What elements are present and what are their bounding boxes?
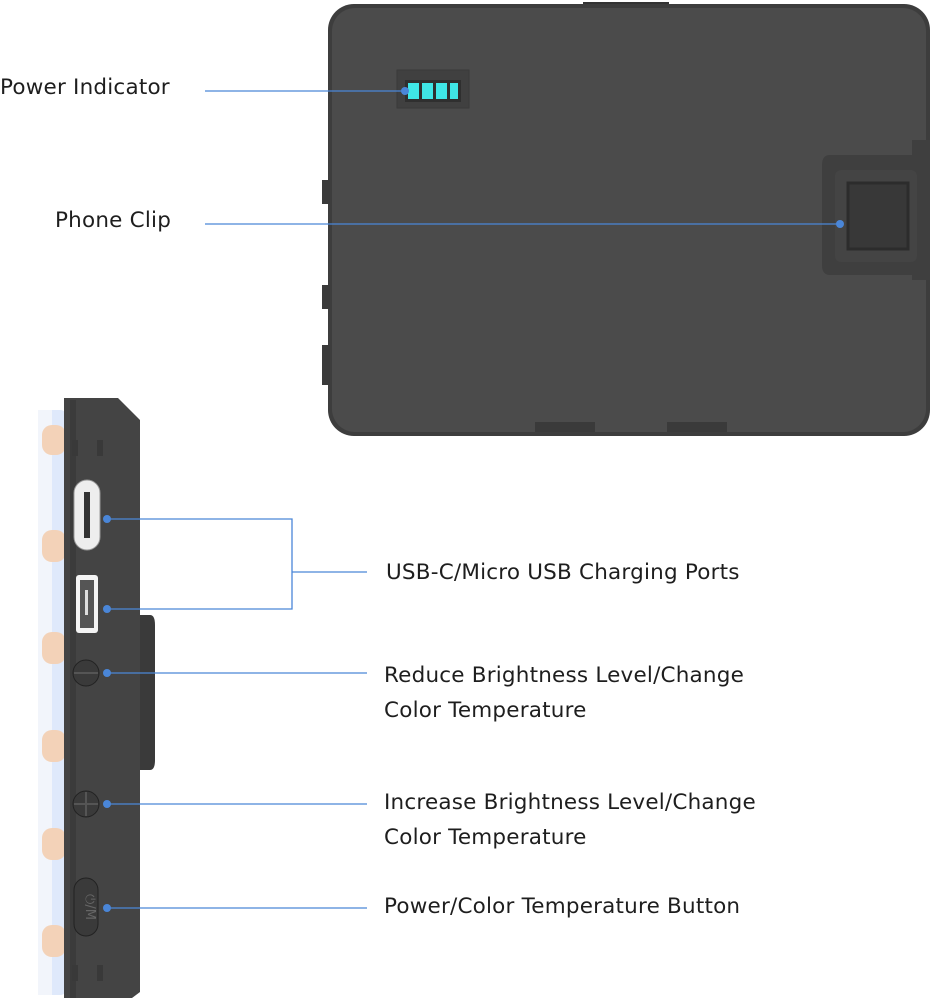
phone-clip-icon (822, 140, 930, 280)
label-increase-line2: Color Temperature (384, 825, 587, 850)
label-reduce-line1: Reduce Brightness Level/Change (384, 663, 745, 688)
plus-button-icon (72, 790, 100, 818)
label-charging-ports: USB-C/Micro USB Charging Ports (386, 560, 740, 585)
label-increase-line1: Increase Brightness Level/Change (384, 790, 756, 815)
leader-lines (107, 90, 840, 909)
minus-button-icon (72, 659, 100, 687)
light-back-view (322, 2, 930, 436)
label-reduce-line2: Color Temperature (384, 698, 587, 723)
light-side-view: ⏻/M (38, 398, 155, 998)
label-increase-brightness: Increase Brightness Level/Change Color T… (384, 785, 756, 855)
label-power-indicator: Power Indicator (0, 75, 170, 100)
power-mode-button-icon: ⏻/M (73, 877, 99, 937)
micro-usb-port-icon (76, 575, 98, 633)
label-power-button: Power/Color Temperature Button (384, 894, 741, 919)
svg-text:⏻/M: ⏻/M (82, 894, 97, 920)
label-reduce-brightness: Reduce Brightness Level/Change Color Tem… (384, 658, 744, 728)
battery-indicator-icon (396, 69, 470, 109)
label-phone-clip: Phone Clip (55, 208, 172, 233)
usb-c-port-icon (73, 479, 101, 551)
